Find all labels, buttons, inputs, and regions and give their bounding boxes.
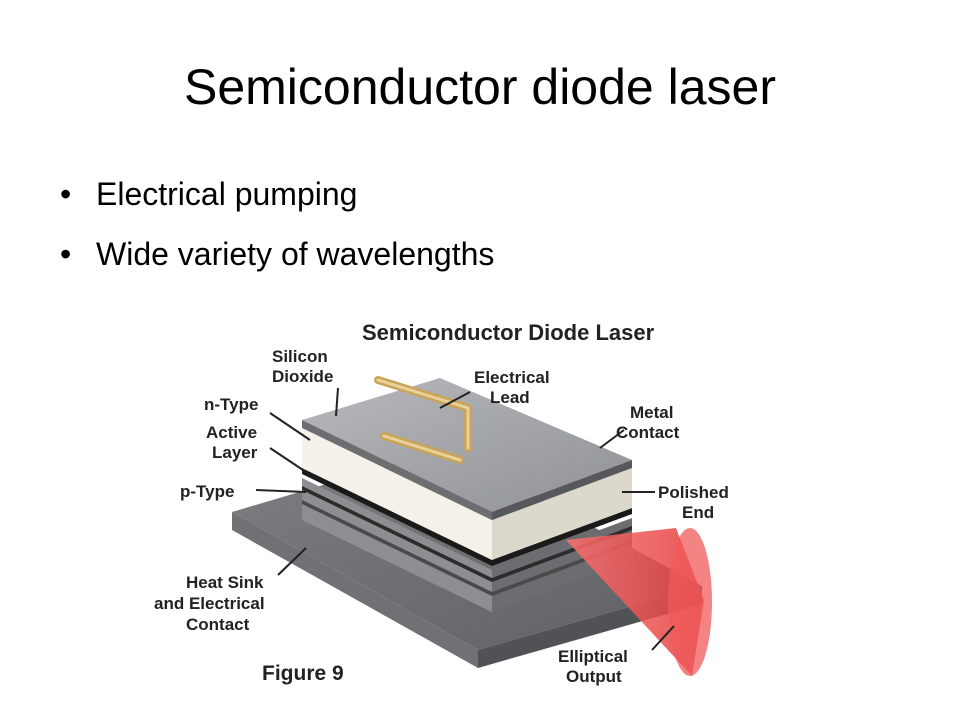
label-metal-contact: Contact (616, 423, 680, 442)
n-type-layer (302, 428, 632, 560)
label-metal-contact: Metal (630, 403, 673, 422)
label-heat-sink: and Electrical (154, 594, 265, 613)
label-silicon-dioxide: Dioxide (272, 367, 333, 386)
figure-label: Figure 9 (262, 662, 344, 685)
page-title: Semiconductor diode laser (184, 59, 776, 115)
label-n-type: n-Type (204, 395, 258, 414)
label-elliptical-output: Output (566, 667, 622, 686)
electrical-lead (374, 376, 472, 464)
laser-beam-icon (566, 528, 712, 676)
bullet-item: • Wide variety of wavelengths (60, 238, 494, 270)
leader-lines (255, 387, 675, 651)
label-heat-sink: Heat Sink (186, 573, 264, 592)
label-active-layer: Active (206, 423, 257, 442)
label-silicon-dioxide: Silicon (272, 347, 328, 366)
label-electrical-lead: Electrical (474, 368, 550, 387)
bullet-text: Wide variety of wavelengths (96, 236, 495, 272)
label-electrical-lead: Lead (490, 388, 530, 407)
label-elliptical-output: Elliptical (558, 647, 628, 666)
label-heat-sink: Contact (186, 615, 250, 634)
active-layer (302, 468, 632, 566)
bullet-item: • Electrical pumping (60, 178, 494, 210)
label-polished-end: Polished (658, 483, 729, 502)
bullet-dot: • (60, 176, 72, 212)
bullet-list: • Electrical pumping • Wide variety of wav… (60, 178, 494, 298)
label-active-layer: Layer (212, 443, 258, 462)
diagram-title: Semiconductor Diode Laser (362, 320, 655, 345)
label-p-type: p-Type (180, 482, 234, 501)
bullet-text: Electrical pumping (96, 176, 358, 212)
label-polished-end: End (682, 503, 714, 522)
bullet-dot: • (60, 236, 72, 272)
